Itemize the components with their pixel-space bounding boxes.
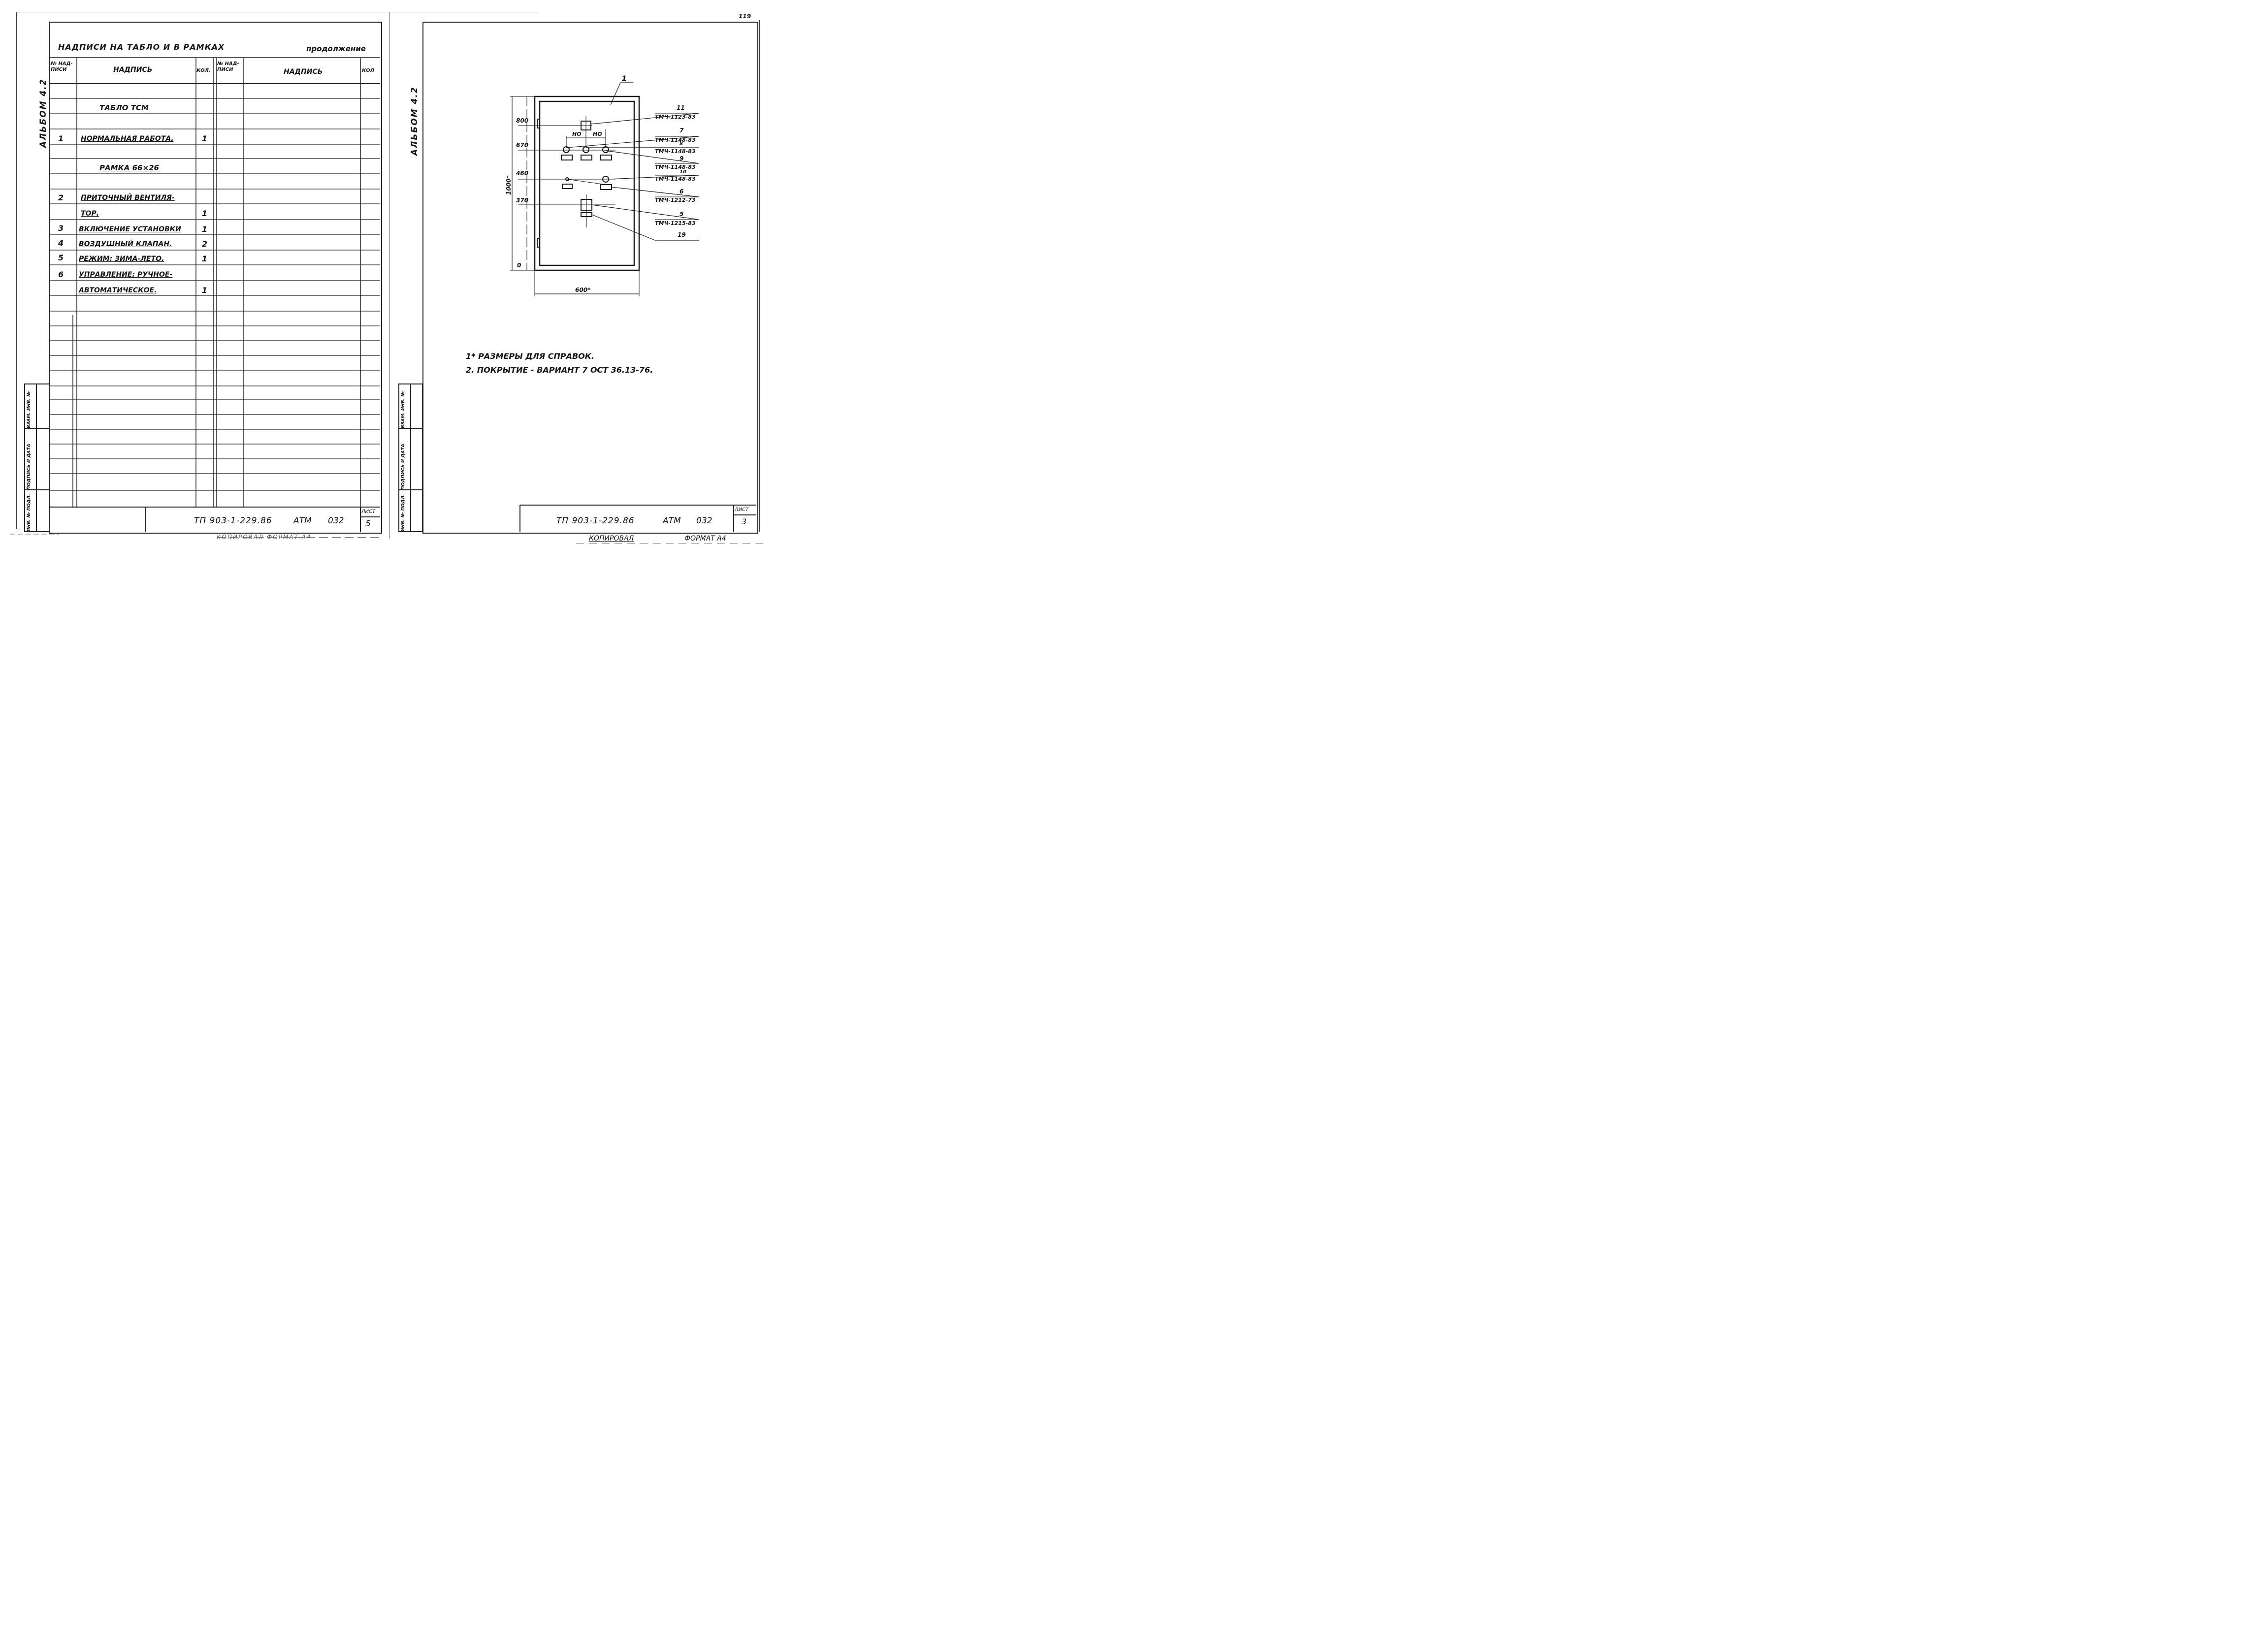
callout-19-num: 19 <box>678 231 686 238</box>
row-4-text: ТОР. <box>81 210 99 218</box>
sheet-label-right: ЛИСТ <box>735 507 749 512</box>
row-1-qty: 1 <box>202 134 208 143</box>
row-6-qty: 2 <box>202 239 208 249</box>
right-sheet: 119 АЛЬБОМ 4.2 ИНВ. № ПОДЛ. ПОДПИСЬ И ДА… <box>389 0 765 549</box>
row-9-qty: 1 <box>202 286 208 295</box>
panel-drawing <box>510 82 700 296</box>
row-9-text: АВТОМАТИЧЕСКОЕ. <box>79 287 157 294</box>
row-7-num: 5 <box>58 253 64 262</box>
header-text-2: НАДПИСЬ <box>284 68 323 76</box>
hinge-top <box>537 119 540 128</box>
row-8-num: 6 <box>58 270 64 279</box>
corner-number: 119 <box>739 13 751 20</box>
callout-9-code: ТМЧ-1148-83 <box>655 164 696 170</box>
row-6-num: 4 <box>58 238 64 248</box>
doc-mark-left: АТМ <box>293 516 312 526</box>
left-frame <box>49 22 382 534</box>
doc-code-left: ТП 903-1-229.86 <box>194 516 272 526</box>
header-text: НАДПИСЬ <box>113 66 153 74</box>
header-num-2: № НАД-ПИСИ <box>217 61 239 72</box>
header-num: № НАД-ПИСИ <box>51 61 73 72</box>
left-margin-line <box>16 12 17 529</box>
stamp-sign-label: ПОДПИСЬ И ДАТА <box>27 444 32 490</box>
dim-370: 370 <box>516 197 529 204</box>
format-label: ФОРМАТ А4 <box>684 535 726 543</box>
row-3-num: 2 <box>58 193 64 202</box>
dim-670: 670 <box>516 142 529 149</box>
row-3-text: ПРИТОЧНЫЙ ВЕНТИЛЯ- <box>81 194 175 202</box>
bottom-note-left: КОПИРОВАЛ ФОРМАТ А4 <box>217 534 312 541</box>
dim-800: 800 <box>516 117 529 124</box>
note-1: 1* РАЗМЕРЫ ДЛЯ СПРАВОК. <box>466 351 594 361</box>
callout-9-num: 9 <box>680 155 684 162</box>
row-4-qty: 1 <box>202 209 208 218</box>
left-table-grid <box>10 57 380 538</box>
item-mark: 1 <box>621 74 627 83</box>
dim-width: 600* <box>575 287 591 293</box>
right-frame <box>422 22 758 534</box>
right-edge-line <box>759 20 760 532</box>
callout-5-code: ТМЧ-1215-83 <box>655 220 696 226</box>
hinge-bottom <box>537 238 540 248</box>
left-sheet: АЛЬБОМ 4.2 НАДПИСИ НА ТАБЛО И В РАМКАХ п… <box>0 0 538 549</box>
callout-10-code: ТМЧ-1148-83 <box>655 176 696 182</box>
callout-6-code: ТМЧ-1212-73 <box>655 197 696 203</box>
callout-7-code: ТМЧ-1148-83 <box>655 137 696 143</box>
callout-11-num: 11 <box>677 104 685 111</box>
sheet-num-right: 3 <box>742 517 747 526</box>
doc-num-right: 032 <box>696 516 713 526</box>
callout-6-num: 6 <box>680 188 684 195</box>
doc-mark-right: АТМ <box>663 516 681 526</box>
callout-7-num: 7 <box>680 127 684 134</box>
header-qty-2: КОЛ <box>362 68 374 73</box>
row-6-text: ВОЗДУШНЫЙ КЛАПАН. <box>79 240 172 248</box>
row-2-text: РАМКА 66×26 <box>99 163 159 172</box>
callout-11-code: ТМЧ-1123-83 <box>655 114 696 120</box>
callout-5-num: 5 <box>680 211 684 218</box>
row-5-text: ВКЛЮЧЕНИЕ УСТАНОВКИ <box>79 225 181 233</box>
row-5-qty: 1 <box>202 224 208 234</box>
callout-8-code: ТМЧ-1148-83 <box>655 148 696 155</box>
dim-gap-1: НО <box>572 131 582 137</box>
row-5-num: 3 <box>58 223 64 233</box>
dim-height: 1000* <box>505 175 512 195</box>
continuation-label: продолжение <box>306 44 366 53</box>
row-0-text: ТАБЛО ТСМ <box>99 103 149 112</box>
dim-0: 0 <box>517 262 521 269</box>
copied-label: КОПИРОВАЛ <box>589 535 634 543</box>
dim-460: 460 <box>516 170 529 177</box>
callout-8-num: 8 <box>680 141 683 147</box>
sheet-label-left: ЛИСТ <box>361 509 376 514</box>
doc-code-right: ТП 903-1-229.86 <box>556 516 635 526</box>
header-qty: КОЛ. <box>196 68 211 73</box>
dim-gap-2: НО <box>593 131 602 137</box>
stamp-inv-label: ИНВ. № ПОДЛ. <box>27 494 32 532</box>
callout-10-num: 10 <box>680 169 686 175</box>
row-1-text: НОРМАЛЬНАЯ РАБОТА. <box>81 135 174 143</box>
row-7-text: РЕЖИМ: ЗИМА-ЛЕТО. <box>79 255 164 263</box>
doc-num-left: 032 <box>328 516 344 526</box>
sheet-num-left: 5 <box>365 519 371 529</box>
right-stamp-column <box>398 383 765 544</box>
panel-outer <box>534 96 640 271</box>
panel-inner <box>539 100 635 266</box>
row-7-qty: 1 <box>202 254 208 263</box>
row-1-num: 1 <box>58 134 64 143</box>
stamp-replace-label: ВЗАМ. ИНВ. № <box>27 391 32 428</box>
row-8-text: УПРАВЛЕНИЕ: РУЧНОЕ- <box>79 271 173 279</box>
note-2: 2. ПОКРЫТИЕ - ВАРИАНТ 7 ОСТ 36.13-76. <box>466 365 653 375</box>
table-title: НАДПИСИ НА ТАБЛО И В РАМКАХ <box>58 42 225 52</box>
